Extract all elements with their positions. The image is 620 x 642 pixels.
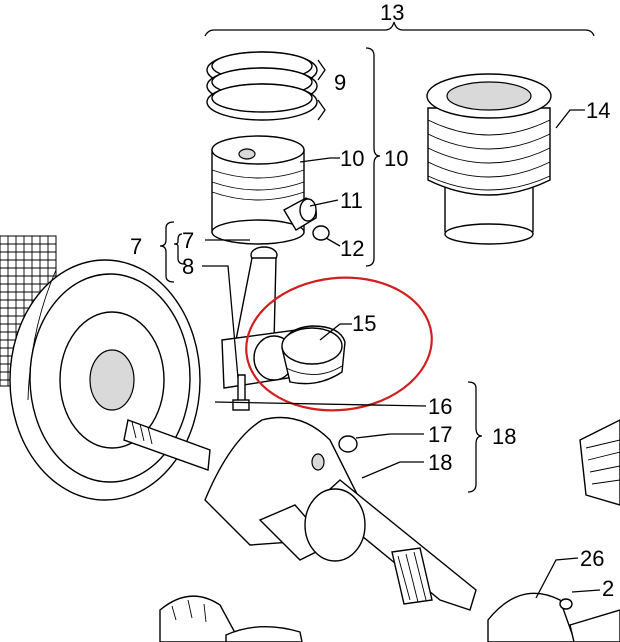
gear-right: [579, 419, 620, 506]
flywheel: [0, 235, 201, 501]
piston-rings: [206, 51, 326, 121]
piston: [211, 135, 305, 245]
bracket-10: [365, 47, 381, 267]
bracket-7-inner: [173, 233, 185, 265]
callout-13: 13: [380, 0, 404, 25]
callout-10-group: 10: [384, 146, 408, 171]
callout-11: 11: [340, 188, 363, 213]
callout-15: 15: [352, 311, 376, 336]
bracket-7-outer: [159, 221, 175, 283]
callout-9: 9: [334, 70, 346, 95]
leader-lines: [202, 109, 601, 599]
circlip: [312, 225, 330, 241]
callout-26: 26: [580, 546, 604, 571]
bearing-shell: [281, 325, 346, 385]
callout-7-part: 7: [182, 228, 194, 253]
callout-18-group: 18: [492, 424, 516, 449]
callout-7-group: 7: [130, 234, 142, 259]
bracket-13: [204, 21, 595, 37]
callout-labels: 13 9 14 10 10 11 12 7 7 8 15 16 17 18 18…: [130, 0, 614, 601]
callout-14: 14: [586, 98, 610, 123]
wrist-pin: [283, 197, 317, 231]
bracket-18: [467, 381, 483, 493]
callout-8: 8: [182, 254, 194, 279]
callout-17: 17: [428, 422, 452, 447]
callout-12: 12: [340, 236, 364, 261]
callout-18-part: 18: [428, 450, 452, 475]
highlight-circle: [245, 276, 433, 412]
gear-bottom-right: [487, 592, 620, 642]
gear-bottom-left: [159, 595, 303, 642]
callout-2: 2: [602, 576, 614, 601]
crankshaft: [123, 416, 477, 611]
callout-16: 16: [428, 394, 452, 419]
cylinder: [426, 73, 552, 245]
dowel-pin: [338, 435, 358, 453]
callout-10-part: 10: [340, 146, 364, 171]
